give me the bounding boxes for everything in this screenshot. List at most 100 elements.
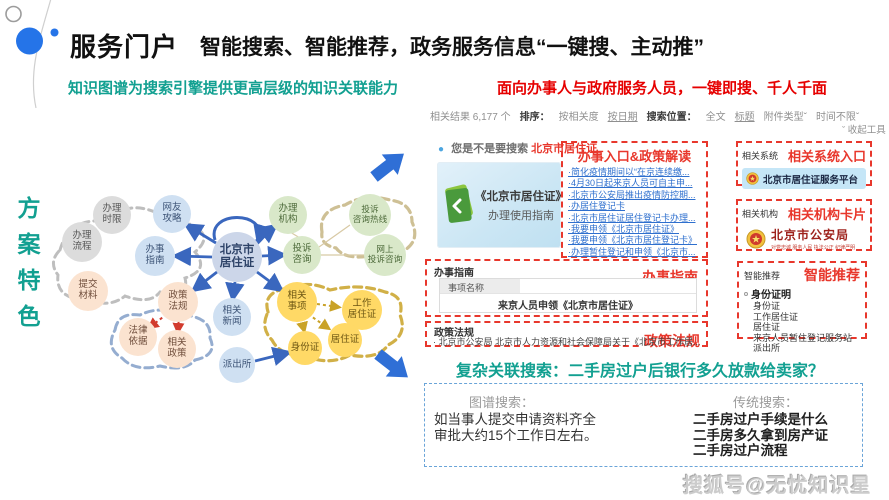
recommend-item[interactable]: 派出所 — [753, 343, 781, 354]
guide-banner-card[interactable]: 《北京市居住证》 办理使用指南 — [437, 162, 567, 248]
sort-by-relevance[interactable]: 按相关度 — [558, 112, 599, 123]
org-name: 北京市公安局 — [771, 228, 850, 242]
policy-result-link[interactable]: · 北京市公安局 北京市人力资源和社会保障局关于《北京市工作居... — [433, 337, 701, 347]
graph-node-banli-jigou: 办理 机构 — [269, 196, 307, 234]
org-red-label: 相关机构卡片 — [787, 207, 866, 222]
graph-node-xiangguan-xinwen: 相关 新闻 — [213, 298, 251, 336]
entry-links: ·简化疫情期间以“在京连续缴... ·4月30日起来京人员可自主申... ·北京… — [568, 167, 701, 258]
traditional-search-title: 传统搜索： — [733, 395, 799, 410]
green-folder-icon — [445, 184, 473, 223]
graph-node-center: 北京市 居住证 — [212, 232, 262, 282]
right-section-heading: 面向办事人与政府服务人员，一键即搜、千人千面 — [497, 80, 828, 97]
graph-node-juzhuzheng: 居住证 — [328, 323, 362, 357]
entry-link[interactable]: ·我要申领《北京市居住登记卡》 — [568, 235, 697, 246]
recommend-item[interactable]: 居住证 — [753, 322, 781, 333]
bullet-icon: ● — [438, 144, 445, 155]
complex-search-heading: 复杂关联搜索：二手房过户后银行多久放款给卖家？ — [455, 363, 824, 380]
graph-node-paichusuo: 派出所 — [219, 347, 255, 383]
entry-policy-box: 办事入口&政策解读 ·简化疫情期间以“在京连续缴... ·4月30日起来京人员可… — [561, 141, 708, 258]
policy-small-label: 政策法规 — [434, 328, 474, 339]
big-arrow-down-right — [374, 349, 408, 378]
graph-search-answer: 如当事人提交申请资料齐全 审批大约15个工作日左右。 — [434, 412, 598, 443]
scope-label: 搜索位置： — [646, 112, 697, 123]
recommend-item[interactable]: 来京人员暂住登记服务站 — [753, 332, 853, 343]
recommend-item[interactable]: 工作居住证 — [753, 311, 799, 322]
collapse-tools-button[interactable]: ˇ 收起工具 — [842, 125, 886, 136]
policy-regulation-box: 政策法规 政策法规 · 北京市公安局 北京市人力资源和社会保障局关于《北京市工作… — [425, 321, 708, 351]
app-logo — [5, 0, 59, 109]
entry-policy-box-label: 办事入口&政策解读 — [577, 149, 692, 164]
did-you-mean: ● 您是不是要搜索 北京市居住证 — [438, 140, 597, 156]
side-label: 方案特色 — [14, 196, 40, 340]
recommend-category: 身份证明 — [744, 286, 860, 301]
search-toolbar: 相关结果 6,177 个 排序： 按相关度 按日期 搜索位置： 全文 标题 附件… — [430, 108, 882, 123]
scope-title[interactable]: 标题 — [734, 112, 755, 123]
suggest-keyword[interactable]: 北京市居住证 — [531, 143, 598, 155]
attachment-type-dropdown[interactable]: 附件类型ˇ — [763, 112, 807, 123]
org-card[interactable]: 北京市公安局 对党忠诚 服务人民 执法公正 纪律严明 — [742, 226, 866, 251]
service-guide-small-label: 办事指南 — [434, 268, 474, 279]
system-small-label: 相关系统 — [742, 151, 779, 161]
graph-node-zhengce-fagui: 政策 法规 — [158, 282, 198, 322]
logo-main-circle — [16, 27, 43, 55]
page-title: 服务门户 — [70, 32, 179, 62]
watermark: 搜狐号@无忧知识星球 — [683, 475, 872, 497]
time-range-dropdown[interactable]: 时间不限ˇ — [815, 112, 860, 123]
logo-outline-circle — [5, 5, 22, 23]
graph-node-shenfenzheng: 身份证 — [288, 331, 322, 365]
table-row[interactable]: 来京人员申领《北京市居住证》 — [498, 301, 638, 312]
sort-label: 排序： — [519, 112, 550, 123]
table-header-item-name: 事项名称 — [440, 279, 520, 293]
recommend-red-label: 智能推荐 — [804, 267, 860, 283]
service-guide-box: 办事指南 办事指南 事项名称 来京人员申领《北京市居住证》 — [425, 259, 708, 317]
service-guide-table: 事项名称 来京人员申领《北京市居住证》 — [439, 278, 697, 313]
logo-dot — [50, 28, 59, 37]
system-red-label: 相关系统入口 — [787, 149, 866, 164]
entry-link[interactable]: ·我要申领《北京市居住证》 — [568, 224, 679, 235]
suggest-prefix: 您是不是要搜索 — [451, 143, 529, 155]
graph-node-xiangguan-zhengce: 相关 政策 — [158, 330, 196, 368]
graph-node-wangshang-tousu-zixun: 网上 投诉咨询 — [364, 234, 406, 276]
circle-bullet-icon — [744, 292, 748, 296]
related-system-box: 相关系统 相关系统入口 北京市居住证服务平台 — [736, 141, 872, 189]
decorative-arc — [32, 0, 52, 109]
org-motto: 对党忠诚 服务人民 执法公正 纪律严明 — [771, 245, 856, 251]
police-emblem-icon — [746, 172, 759, 185]
results-count: 相关结果 6,177 个 — [430, 112, 511, 123]
left-section-heading: 知识图谱为搜索引擎提供更高层级的知识关联能力 — [68, 80, 399, 97]
entry-link[interactable]: ·北京市公安局推出疫情防控期... — [568, 189, 696, 200]
smart-recommend-box: 智能推荐 智能推荐 身份证明 身份证 工作居住证 居住证 来京人员暂住登记服务站… — [737, 261, 867, 353]
page-subtitle: 智能搜索、智能推荐，政务服务信息“一键搜、主动推” — [200, 36, 704, 59]
traditional-search-results: 二手房过户手续是什么 二手房多久拿到房产证 二手房过户流程 — [693, 412, 828, 458]
recommend-small-label: 智能推荐 — [744, 270, 781, 281]
sort-by-date[interactable]: 按日期 — [607, 112, 638, 123]
graph-node-tousu-zixun: 投诉 咨询 — [283, 236, 321, 274]
graph-node-falv-yiju: 法律 依据 — [119, 318, 157, 356]
graph-node-tousu-zixun-rexian: 投诉 咨询热线 — [349, 194, 391, 236]
entry-link[interactable]: ·办居住登记卡 — [568, 201, 625, 212]
system-entry[interactable]: 北京市居住证服务平台 — [742, 168, 866, 189]
search-compare-box: 图谱搜索： 如当事人提交申请资料齐全 审批大约15个工作日左右。 传统搜索： 二… — [424, 383, 863, 467]
banner-title: 《北京市居住证》 — [475, 191, 567, 203]
graph-search-title: 图谱搜索： — [469, 395, 535, 410]
entry-link[interactable]: ·4月30日起来京人员可自主申... — [568, 178, 693, 189]
scope-fulltext[interactable]: 全文 — [705, 112, 726, 123]
graph-node-banli-shixian: 办理 时限 — [93, 196, 131, 234]
entry-link[interactable]: ·办理暂住登记和申领《北京市... — [568, 246, 696, 257]
entry-link[interactable]: ·北京市居住证居住登记卡办理... — [568, 212, 696, 223]
graph-node-banli-liucheng: 办理 流程 — [62, 222, 102, 262]
recommend-item[interactable]: 身份证 — [753, 301, 781, 311]
policy-red-label: 政策法规 — [641, 331, 700, 351]
big-arrow-up-right — [370, 153, 404, 182]
police-emblem-icon — [746, 229, 766, 248]
related-org-box: 相关机构 相关机构卡片 北京市公安局 对党忠诚 服务人民 执法公正 纪律严明 — [736, 199, 872, 251]
recommend-items: 身份证 工作居住证 居住证 来京人员暂住登记服务站 派出所 — [744, 301, 860, 354]
graph-node-xiangguan-shixiang: 相关 事项 — [277, 282, 317, 322]
graph-node-banshi-zhinan: 办事 指南 — [135, 236, 175, 276]
graph-node-tijiao-cailiao: 提交 材料 — [68, 271, 108, 311]
banner-subtitle: 办理使用指南 — [488, 210, 554, 222]
graph-node-wangyou-gonglue: 网友 攻略 — [153, 195, 191, 233]
system-entry-label: 北京市居住证服务平台 — [763, 174, 859, 186]
entry-link[interactable]: ·简化疫情期间以“在京连续缴... — [568, 167, 690, 177]
